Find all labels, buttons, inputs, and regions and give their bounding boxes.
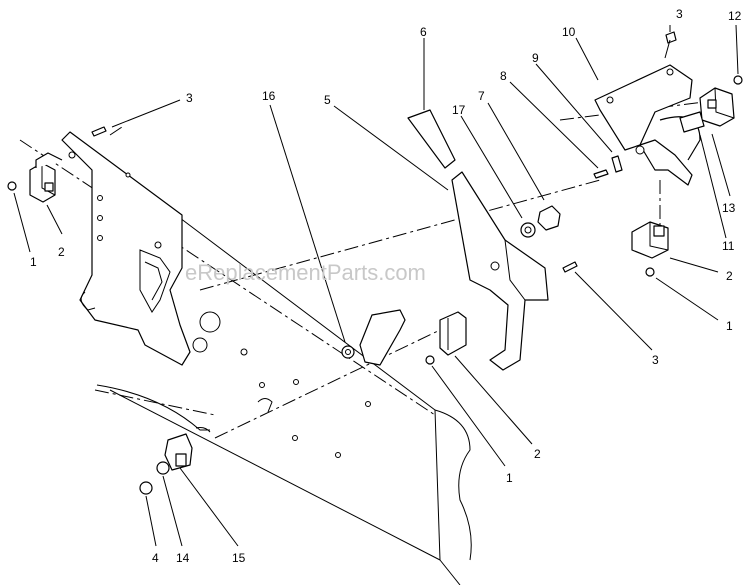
right-bracket bbox=[594, 31, 701, 186]
callout-16: 16 bbox=[262, 89, 276, 103]
callout-1: 1 bbox=[726, 319, 733, 333]
callout-5: 5 bbox=[324, 93, 331, 107]
callout-1: 1 bbox=[506, 471, 513, 485]
right-lower-switch bbox=[631, 221, 669, 277]
right-switch-13 bbox=[699, 75, 743, 127]
callout-2: 2 bbox=[58, 245, 65, 259]
callout-11: 11 bbox=[722, 239, 735, 253]
left-side-plate bbox=[61, 131, 371, 458]
grip-6 bbox=[407, 109, 456, 169]
watermark-text: eReplacementParts.com bbox=[185, 260, 426, 285]
callout-13: 13 bbox=[722, 201, 736, 215]
callout-2: 2 bbox=[534, 447, 541, 461]
callout-9: 9 bbox=[532, 51, 539, 65]
callout-17: 17 bbox=[452, 103, 466, 117]
callout-7: 7 bbox=[478, 89, 485, 103]
callout-15: 15 bbox=[232, 551, 246, 565]
bearing-assembly bbox=[139, 427, 211, 495]
callout-labels: 3 1 2 16 5 6 17 7 8 9 10 3 12 13 11 2 1 … bbox=[30, 7, 742, 565]
callout-3: 3 bbox=[652, 353, 659, 367]
small-parts-right bbox=[593, 111, 705, 179]
leader-lines bbox=[13, 24, 739, 547]
left-switch-assembly bbox=[7, 126, 107, 203]
callout-12: 12 bbox=[728, 9, 742, 23]
callout-3: 3 bbox=[186, 91, 193, 105]
callout-4: 4 bbox=[152, 551, 159, 565]
callout-10: 10 bbox=[562, 25, 576, 39]
callout-1: 1 bbox=[30, 255, 37, 269]
lever-assembly bbox=[407, 109, 578, 371]
callout-14: 14 bbox=[176, 551, 190, 565]
callout-6: 6 bbox=[420, 25, 427, 39]
callout-3: 3 bbox=[676, 7, 683, 21]
callout-8: 8 bbox=[500, 69, 507, 83]
center-bracket bbox=[341, 309, 467, 366]
nut-left bbox=[7, 181, 17, 191]
callout-2: 2 bbox=[726, 269, 733, 283]
screw-left bbox=[91, 126, 107, 137]
